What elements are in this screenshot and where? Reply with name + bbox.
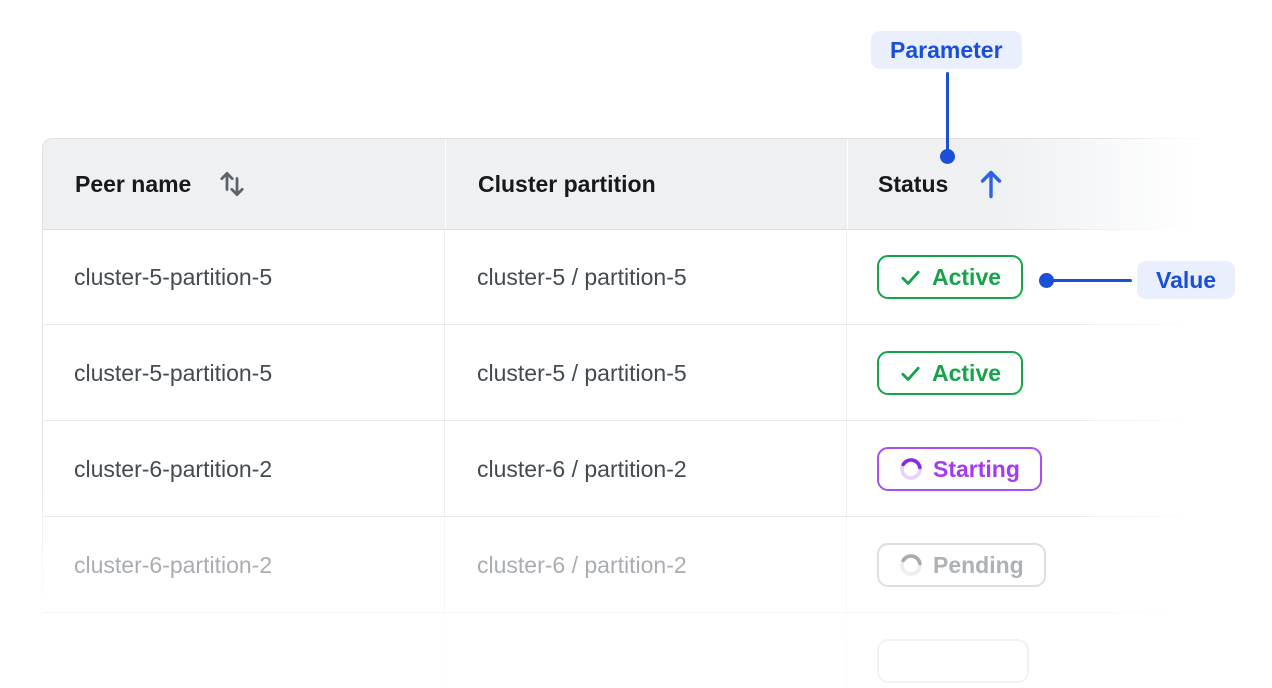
table-row: cluster-5-partition-5 cluster-5 / partit… bbox=[42, 229, 1232, 325]
check-icon bbox=[901, 366, 920, 381]
status-badge-pending: Pending bbox=[877, 543, 1046, 587]
status-cell: Active bbox=[846, 325, 1232, 421]
table-row: cluster-6-partition-2 cluster-6 / partit… bbox=[42, 517, 1232, 613]
status-badge-label: Pending bbox=[933, 551, 1024, 578]
status-badge-starting: Starting bbox=[877, 447, 1042, 491]
peer-name-cell: cluster-6-partition-2 bbox=[74, 551, 273, 578]
sort-updown-icon bbox=[217, 166, 247, 202]
cluster-partition-cell: cluster-6 / partition-2 bbox=[444, 517, 846, 613]
value-callout-line bbox=[1052, 279, 1132, 282]
column-header-label: Peer name bbox=[75, 170, 192, 197]
cluster-partition-cell: cluster-5 / partition-5 bbox=[444, 229, 846, 325]
table-row bbox=[42, 613, 1232, 688]
column-header-label: Cluster partition bbox=[478, 170, 656, 197]
peer-name-cell: cluster-6-partition-2 bbox=[74, 455, 273, 482]
value-callout-chip: Value bbox=[1137, 261, 1236, 299]
status-cell: Active bbox=[846, 229, 1232, 325]
spinner-icon bbox=[900, 554, 922, 576]
peer-name-cell: cluster-5-partition-5 bbox=[74, 263, 273, 290]
check-icon bbox=[901, 270, 920, 285]
column-header-status[interactable]: Status bbox=[847, 139, 1232, 229]
peer-name-cell: cluster-5-partition-5 bbox=[74, 359, 273, 386]
table-left-border bbox=[42, 229, 43, 613]
column-header-peer-name[interactable]: Peer name bbox=[43, 139, 445, 229]
cluster-partition-cell: cluster-5 / partition-5 bbox=[444, 325, 846, 421]
cluster-partition-cell bbox=[444, 613, 846, 688]
parameter-callout-chip: Parameter bbox=[871, 31, 1022, 69]
column-header-cluster-partition[interactable]: Cluster partition bbox=[445, 139, 847, 229]
peers-table: Peer name Cluster partition Status bbox=[42, 138, 1232, 688]
spinner-icon bbox=[900, 458, 922, 480]
status-cell: Pending bbox=[846, 517, 1232, 613]
parameter-callout-line bbox=[946, 72, 949, 152]
status-cell bbox=[846, 613, 1232, 688]
table-row: cluster-5-partition-5 cluster-5 / partit… bbox=[42, 325, 1232, 421]
table-row: cluster-6-partition-2 cluster-6 / partit… bbox=[42, 421, 1232, 517]
sort-ascending-icon bbox=[978, 166, 1004, 202]
parameter-callout-dot bbox=[940, 149, 955, 164]
status-badge-partial bbox=[877, 639, 1029, 683]
status-cell: Starting bbox=[846, 421, 1232, 517]
cluster-partition-cell: cluster-6 / partition-2 bbox=[444, 421, 846, 517]
status-badge-active: Active bbox=[877, 255, 1024, 299]
status-badge-label: Starting bbox=[933, 455, 1020, 482]
table-header-row: Peer name Cluster partition Status bbox=[42, 138, 1232, 230]
status-badge-active: Active bbox=[877, 351, 1024, 395]
value-callout-dot bbox=[1039, 273, 1054, 288]
column-header-label: Status bbox=[878, 170, 949, 197]
peer-name-cell bbox=[42, 613, 444, 688]
status-badge-label: Active bbox=[932, 263, 1002, 290]
status-badge-label: Active bbox=[932, 359, 1002, 386]
